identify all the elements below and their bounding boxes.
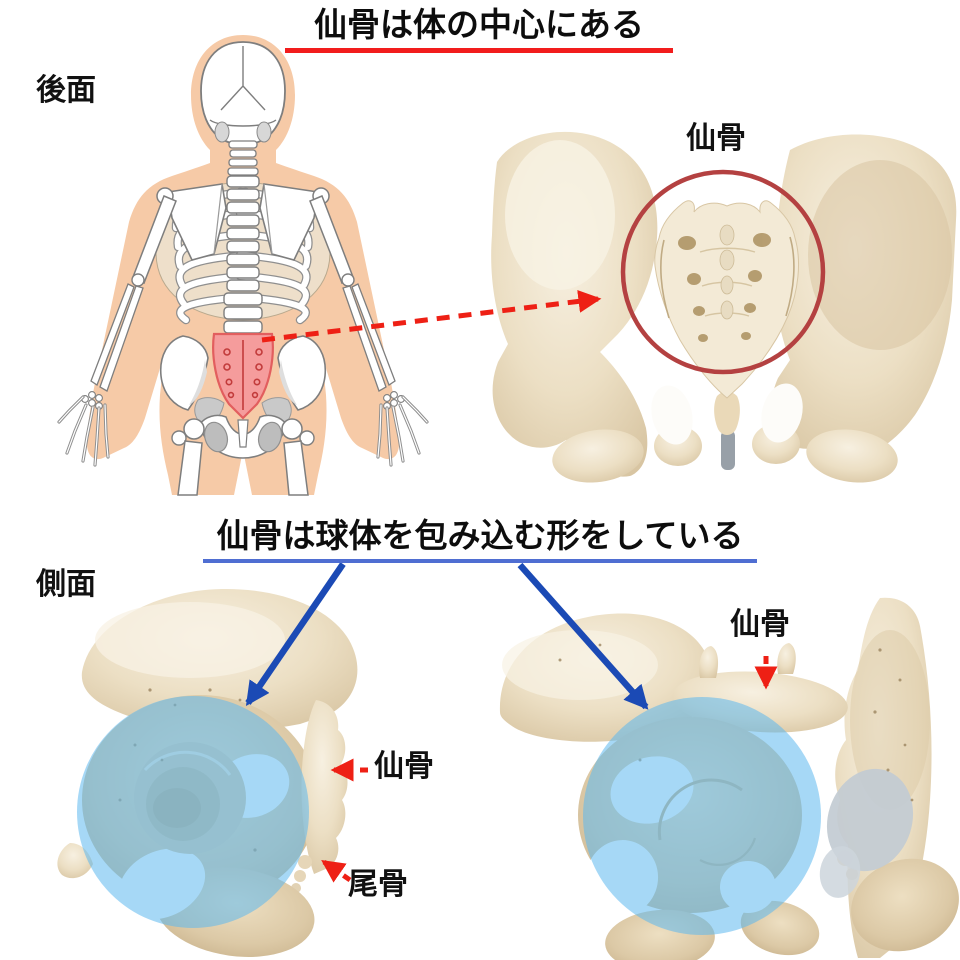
blue-arrow-to-left-sphere: [245, 562, 346, 706]
sacrum-red-circle: [620, 169, 826, 375]
coccyx-label: 尾骨: [348, 867, 408, 902]
skeleton-posterior-figure: [57, 35, 429, 496]
view-label-lateral: 側面: [36, 567, 96, 602]
pelvis-posterior-photo-figure: [491, 131, 957, 483]
sacrum-label-bottom-left: 仙骨: [374, 749, 434, 784]
top-title: 仙骨は体の中心にある: [285, 5, 673, 53]
sacrum-label-bottom-right: 仙骨: [730, 607, 790, 642]
sphere-overlay-left: [77, 696, 309, 928]
bottom-title: 仙骨は球体を包み込む形をしている: [203, 516, 757, 563]
hip-lateral-photo-left: [57, 588, 358, 957]
view-label-posterior: 後面: [36, 73, 96, 108]
blue-arrow-to-right-sphere: [517, 562, 649, 710]
sacrum-pointer-dashed-arrow: [261, 289, 602, 343]
hip-lateral-photo-right: [499, 597, 959, 960]
coccyx-dashed-arrow: [321, 859, 352, 883]
sacrum-highlighted-pink: [212, 332, 274, 420]
sacrum-label-top-right: 仙骨: [686, 121, 746, 156]
sphere-overlay-right: [583, 697, 821, 935]
